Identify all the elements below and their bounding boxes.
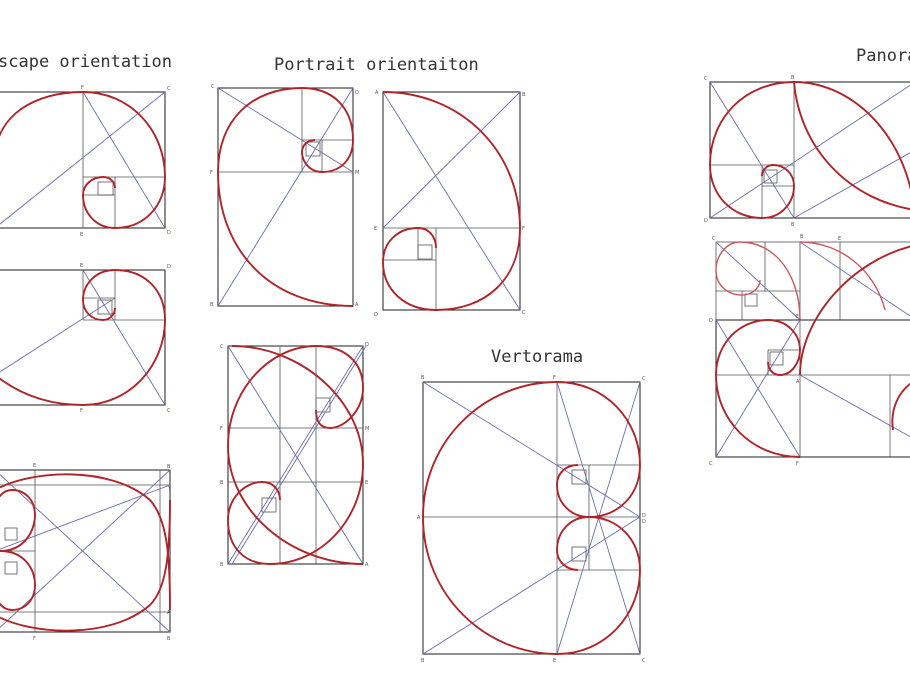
svg-text:C: C (167, 408, 171, 414)
svg-text:A: A (365, 562, 369, 568)
svg-text:F: F (220, 426, 223, 432)
svg-text:Y: Y (167, 486, 172, 492)
svg-text:F: F (33, 636, 36, 642)
svg-text:C: C (220, 344, 224, 350)
svg-text:F: F (80, 408, 83, 414)
svg-text:D: D (167, 230, 171, 236)
portrait-diagram-2: A B E F D C (374, 90, 526, 318)
svg-text:F: F (796, 461, 799, 467)
svg-text:C: C (642, 658, 646, 664)
svg-text:B: B (167, 464, 171, 470)
svg-text:A: A (375, 90, 379, 96)
portrait-diagram-3: C F B B D M E A (220, 342, 369, 568)
svg-text:A: A (355, 302, 359, 308)
svg-text:A: A (417, 515, 421, 521)
panorama-diagram-2: C B E (712, 234, 910, 321)
svg-text:D: D (167, 264, 171, 270)
svg-text:B: B (421, 375, 425, 381)
title-vertorama: Vertorama (491, 347, 583, 367)
svg-text:C: C (642, 376, 646, 382)
svg-text:B: B (220, 480, 224, 486)
svg-text:D: D (374, 312, 378, 318)
svg-text:C: C (522, 310, 526, 316)
svg-text:D: D (709, 318, 713, 324)
svg-text:D: D (642, 513, 646, 519)
svg-text:C: C (709, 461, 713, 467)
svg-text:M: M (355, 170, 359, 176)
svg-text:B: B (210, 302, 214, 308)
svg-text:E: E (33, 463, 36, 469)
svg-text:B: B (791, 222, 795, 228)
svg-text:B: B (167, 636, 171, 642)
svg-text:C: C (167, 86, 171, 92)
svg-text:E: E (796, 314, 799, 320)
landscape-diagram-1: F C E D (0, 85, 171, 238)
svg-text:D: D (365, 342, 369, 348)
svg-text:B: B (791, 75, 795, 81)
svg-text:B: B (220, 562, 224, 568)
svg-text:B: B (522, 92, 526, 98)
svg-text:C: C (704, 76, 708, 82)
svg-text:E: E (80, 263, 83, 269)
svg-text:B: B (800, 234, 804, 240)
svg-text:F: F (522, 226, 525, 232)
svg-text:E: E (80, 232, 83, 238)
title-portrait: Portrait orientaiton (274, 55, 479, 75)
svg-text:E: E (374, 226, 377, 232)
title-panorama: Panora (856, 46, 910, 66)
svg-text:A: A (167, 610, 171, 616)
svg-text:E: E (838, 236, 841, 242)
portrait-diagram-1: C F B D M A (210, 84, 359, 308)
svg-text:E: E (553, 658, 556, 664)
svg-text:D: D (355, 90, 359, 96)
panorama-diagram-1: C B D B (704, 75, 910, 228)
svg-text:F: F (553, 375, 556, 381)
svg-text:D: D (642, 519, 646, 525)
svg-text:C: C (712, 236, 716, 242)
landscape-diagram-3: E B Y A F B (0, 463, 172, 642)
svg-text:M: M (365, 426, 369, 432)
svg-text:C: C (211, 84, 215, 90)
title-landscape: scape orientation (0, 52, 172, 72)
panorama-diagram-3: D E A C F (709, 245, 910, 467)
svg-text:D: D (704, 218, 708, 224)
svg-text:F: F (210, 170, 213, 176)
landscape-diagram-2: E D F C (0, 263, 171, 414)
svg-text:E: E (365, 480, 368, 486)
vertorama-diagram: B F C A D D B E C (417, 375, 646, 664)
svg-text:F: F (81, 85, 84, 91)
svg-text:B: B (421, 658, 425, 664)
svg-text:A: A (796, 379, 800, 385)
